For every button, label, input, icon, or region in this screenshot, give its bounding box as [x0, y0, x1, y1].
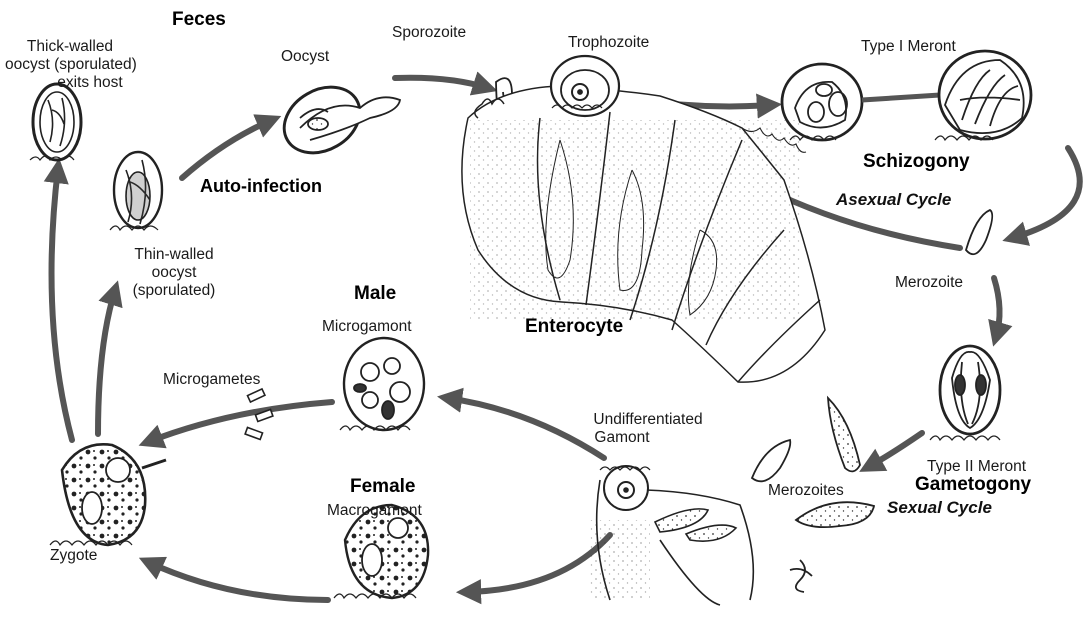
- enterocyte-drawing: [462, 86, 825, 382]
- label-microgamont: Microgamont: [322, 318, 412, 336]
- label-thick-walled-line3: exits host: [5, 74, 135, 92]
- label-enterocyte: Enterocyte: [525, 316, 623, 338]
- label-merozoites: Merozoites: [768, 482, 844, 500]
- arrow-gamont-to-macrogamont: [466, 535, 610, 592]
- zygote-drawing: [50, 444, 166, 545]
- thin-walled-oocyst-drawing: [110, 152, 162, 230]
- label-feces: Feces: [172, 9, 226, 31]
- type2-meront-drawing: [930, 346, 1000, 440]
- label-zygote: Zygote: [50, 547, 97, 565]
- label-oocyst: Oocyst: [281, 48, 329, 66]
- label-gamont-line2: Gamont: [568, 429, 728, 447]
- label-schizogony: Schizogony: [863, 151, 970, 173]
- label-sporozoite: Sporozoite: [392, 24, 466, 42]
- oocyst-drawing: [272, 74, 400, 166]
- label-trophozoite: Trophozoite: [568, 34, 649, 52]
- arrow-micro-to-zygote: [148, 402, 332, 442]
- label-thin-walled-line1: Thin-walled: [104, 246, 244, 264]
- label-asexual-cycle: Asexual Cycle: [836, 190, 951, 210]
- label-female: Female: [350, 476, 415, 498]
- arrow-meront1-to-merozoite: [1012, 148, 1080, 238]
- trophozoite-drawing: [551, 56, 619, 116]
- label-thin-walled-oocyst: Thin-walled oocyst (sporulated): [104, 246, 244, 299]
- gamont-drawing: [590, 466, 753, 605]
- arrow-macro-to-zygote: [148, 562, 328, 600]
- arrow-zygote-to-thick: [52, 168, 72, 440]
- label-gametogony: Gametogony: [915, 474, 1031, 496]
- arrow-merozoite-to-meront2: [994, 278, 1000, 337]
- arrow-meront2-to-merozoites: [868, 433, 922, 467]
- label-auto-infection: Auto-infection: [200, 176, 322, 197]
- label-type1-meront: Type I Meront: [861, 38, 956, 56]
- label-thin-walled-line3: (sporulated): [104, 282, 244, 300]
- label-male: Male: [354, 283, 396, 305]
- label-thin-walled-line2: oocyst: [104, 264, 244, 282]
- thick-walled-oocyst-drawing: [30, 84, 81, 160]
- label-merozoite: Merozoite: [895, 274, 963, 292]
- label-sexual-cycle: Sexual Cycle: [887, 498, 992, 518]
- microgamont-drawing: [340, 338, 424, 430]
- arrow-thin-to-oocyst: [182, 120, 272, 178]
- arrow-zygote-to-thin: [98, 290, 115, 434]
- label-gamont-line1: Undifferentiated: [568, 411, 728, 429]
- label-microgametes: Microgametes: [163, 371, 260, 389]
- arrow-oocyst-to-sporozoite: [395, 78, 488, 88]
- label-undifferentiated-gamont: Undifferentiated Gamont: [568, 411, 728, 447]
- label-thick-walled-line1: Thick-walled: [5, 38, 135, 56]
- merozoite-drawing: [966, 210, 992, 254]
- label-thick-walled-oocyst: Thick-walled oocyst (sporulated) exits h…: [5, 38, 135, 91]
- label-macrogamont: Macrogamont: [327, 502, 422, 520]
- type1-meront-drawing: [782, 51, 1031, 140]
- label-thick-walled-line2: oocyst (sporulated): [5, 56, 135, 74]
